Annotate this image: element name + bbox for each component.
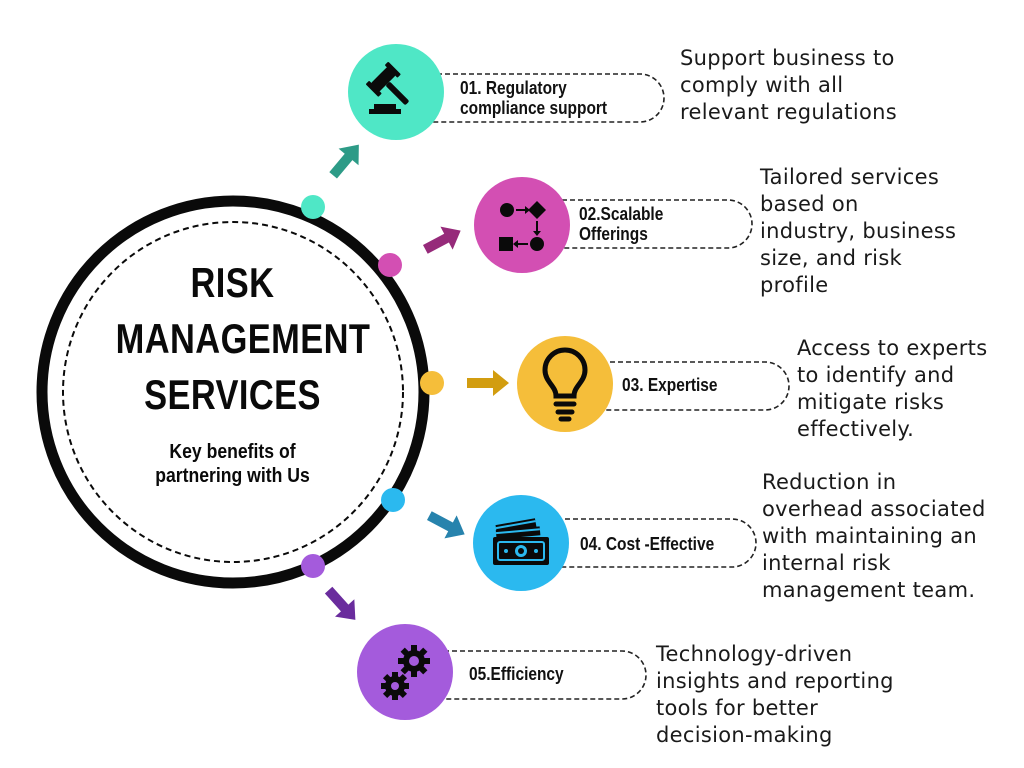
- center-title-line: MANAGEMENT: [115, 315, 371, 362]
- arrow-3: [467, 370, 509, 396]
- item-label-line: 01. Regulatory: [460, 78, 567, 98]
- description-line: industry, business: [760, 219, 957, 243]
- item-description-5: Technology-driven insights and reporting…: [656, 641, 894, 749]
- description-line: size, and risk: [760, 246, 903, 270]
- arrow-4: [426, 511, 465, 539]
- description-line: Tailored services: [760, 165, 940, 189]
- item-label-2: 02.Scalable Offerings: [579, 204, 663, 244]
- description-line: effectively.: [797, 417, 915, 441]
- arrow-5: [324, 586, 356, 620]
- item-label-line: 04. Cost -Effective: [580, 534, 715, 554]
- item-label-line: compliance support: [460, 98, 608, 118]
- item-label-line: 02.Scalable: [579, 204, 664, 224]
- center-title-line: SERVICES: [144, 371, 321, 418]
- item-description-2: Tailored services based on industry, bus…: [760, 164, 956, 299]
- description-line: with maintaining an: [762, 524, 977, 548]
- lightbulb-icon: [542, 347, 588, 422]
- label-capsule-2: [530, 199, 753, 249]
- ring-dot-1: [301, 195, 325, 219]
- item-description-1: Support business to comply with all rele…: [680, 45, 897, 126]
- description-line: decision-making: [656, 723, 833, 747]
- description-line: tools for better: [656, 696, 819, 720]
- description-line: overhead associated: [762, 497, 986, 521]
- center-title: RISK MANAGEMENT SERVICES: [115, 255, 371, 423]
- gears-icon: [381, 645, 430, 700]
- description-line: Access to experts: [797, 336, 988, 360]
- item-description-3: Access to experts to identify and mitiga…: [797, 335, 987, 443]
- item-circle-2: [474, 177, 570, 273]
- item-label-line: 03. Expertise: [622, 375, 718, 395]
- item-circle-3: [517, 336, 613, 432]
- label-capsule-1: [405, 73, 665, 123]
- center-subtitle: Key benefits of partnering with Us: [125, 440, 341, 488]
- description-line: to identify and: [797, 363, 955, 387]
- item-description-4: Reduction in overhead associated with ma…: [762, 469, 986, 604]
- description-line: mitigate risks: [797, 390, 945, 414]
- label-capsule-3: [570, 361, 790, 411]
- center-subtitle-line: partnering with Us: [155, 465, 310, 487]
- description-line: Support business to: [680, 46, 895, 70]
- center-ring: [36, 195, 430, 589]
- arrow-2: [422, 226, 461, 254]
- ring-dot-3: [420, 371, 444, 395]
- item-label-5: 05.Efficiency: [469, 664, 564, 684]
- description-line: based on: [760, 192, 859, 216]
- ring-dot-2: [378, 253, 402, 277]
- item-label-line: 05.Efficiency: [469, 664, 564, 684]
- item-label-4: 04. Cost -Effective: [580, 534, 714, 554]
- center-subtitle-line: Key benefits of: [169, 441, 296, 463]
- center-ring-dashed: [62, 221, 404, 563]
- item-label-1: 01. Regulatory compliance support: [460, 78, 607, 118]
- item-label-3: 03. Expertise: [622, 375, 718, 395]
- description-line: internal risk: [762, 551, 891, 575]
- flowchart-icon: [499, 201, 546, 251]
- label-capsule-4: [525, 518, 757, 568]
- center-title-line: RISK: [190, 259, 275, 306]
- item-label-line: Offerings: [579, 224, 648, 244]
- description-line: relevant regulations: [680, 100, 897, 124]
- money-icon: [493, 518, 549, 565]
- description-line: Reduction in: [762, 470, 897, 494]
- description-line: comply with all: [680, 73, 844, 97]
- label-capsule-5: [420, 650, 647, 700]
- description-line: management team.: [762, 578, 976, 602]
- description-line: Technology-driven: [656, 642, 853, 666]
- ring-dot-4: [381, 488, 405, 512]
- description-line: insights and reporting: [656, 669, 894, 693]
- description-line: profile: [760, 273, 829, 297]
- arrow-1: [329, 144, 359, 179]
- ring-dot-5: [301, 554, 325, 578]
- gavel-icon: [366, 62, 409, 114]
